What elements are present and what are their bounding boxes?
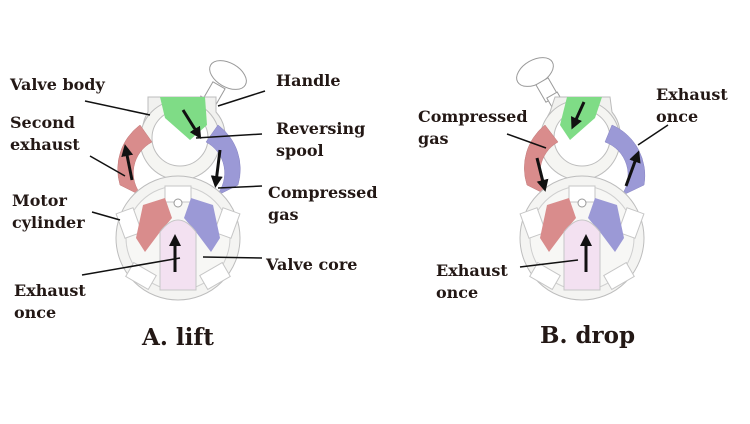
leader-lines-b [506, 124, 669, 268]
label-motor-cylinder: Motor cylinder [12, 191, 85, 232]
label-exhaust-once-b-bottom: Exhaust once [436, 261, 508, 302]
cylinder-blue-chamber-b [588, 198, 624, 252]
label-valve-body: Valve body [10, 75, 105, 94]
arrow-icon [121, 144, 134, 181]
label-valve-core: Valve core [266, 255, 358, 274]
caption-a: A. lift [142, 324, 214, 351]
panel-a-diagram [81, 60, 266, 301]
valve-core-a [159, 219, 197, 291]
cylinder-red-chamber-a [136, 198, 172, 252]
label-compressed-gas-a: Compressed gas [268, 183, 378, 224]
label-exhaust-once-b-top: Exhaust once [656, 85, 728, 126]
arrow-icon [181, 109, 202, 140]
caption-b: B. drop [540, 322, 636, 349]
label-exhaust-once-a: Exhaust once [14, 281, 86, 322]
label-compressed-gas-b: Compressed gas [418, 107, 528, 148]
handle-b [516, 57, 566, 113]
leader-lines-a [81, 90, 266, 276]
cylinder-red-chamber-b [540, 198, 576, 252]
arrow-icon [535, 157, 549, 192]
arrow-icon [624, 150, 641, 187]
label-handle: Handle [276, 71, 341, 90]
panel-b-diagram [506, 57, 669, 301]
arrow-icon [210, 149, 223, 188]
label-second-exhaust: Second exhaust [10, 113, 80, 154]
arrow-icon [571, 101, 586, 130]
cylinder-blue-chamber-a [184, 198, 220, 252]
label-reversing-spool: Reversing spool [276, 119, 366, 160]
valve-core-b [563, 219, 601, 291]
